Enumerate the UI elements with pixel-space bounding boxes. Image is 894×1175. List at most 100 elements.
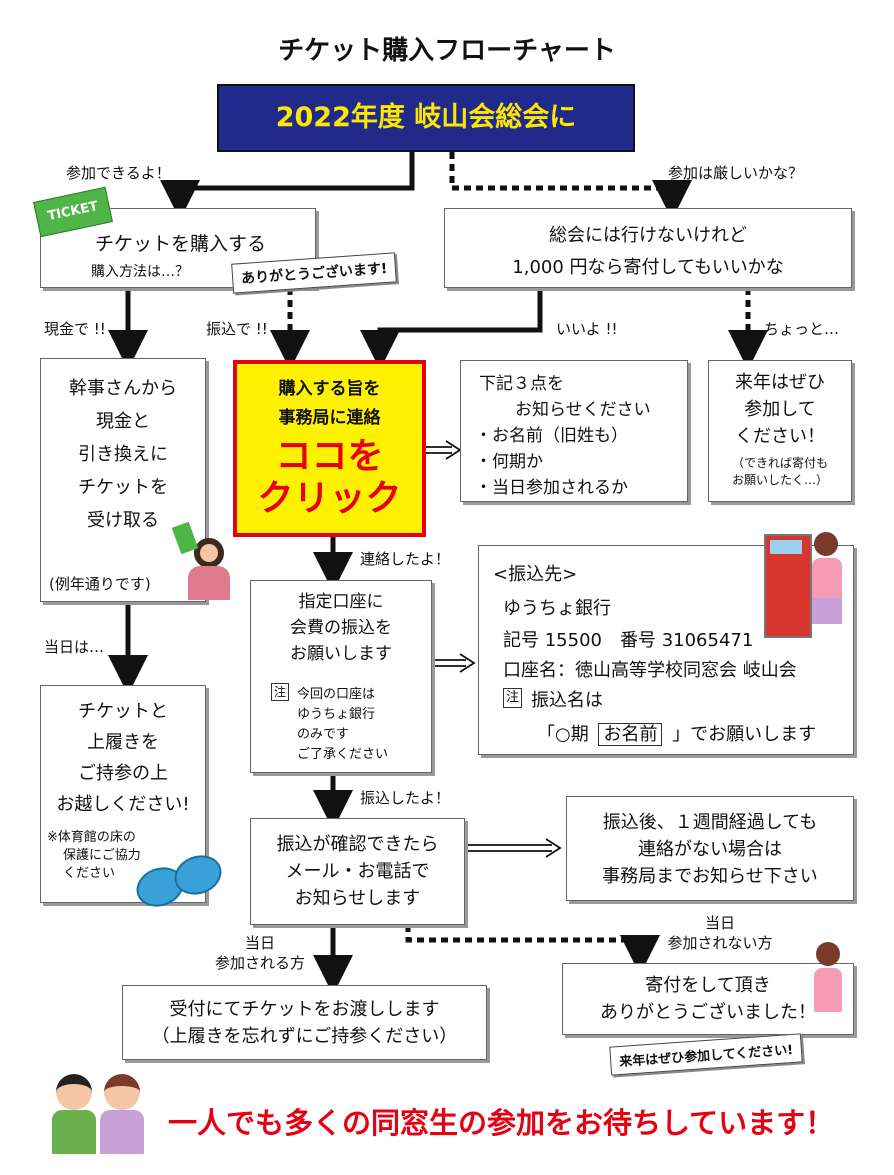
pay-line: 会費の振込を: [290, 618, 392, 638]
next-year-line: 来年はぜひ: [735, 372, 825, 393]
next-year-box: 来年はぜひ 参加して ください！ （できれば寄付も お願いしたく…）: [708, 360, 852, 502]
cash-box: 幹事さんから 現金と 引き換えに チケットを 受け取る (例年通りです): [40, 358, 206, 602]
week-line: 事務局までお知らせ下さい: [602, 866, 818, 887]
label-cash: 現金で !!: [44, 320, 106, 338]
pay-line: 指定口座に: [298, 592, 384, 612]
double-arrow-info: [426, 440, 462, 460]
bowing-woman-icon: [808, 938, 848, 1028]
contact-line1: 購入する旨を: [278, 379, 381, 399]
info-item: ・当日参加されるか: [475, 478, 628, 498]
label-bit: ちょっと…: [764, 320, 840, 338]
cash-line: 受け取る: [87, 510, 159, 531]
week-line: 連絡がない場合は: [638, 839, 782, 860]
double-arrow-bank: [432, 653, 476, 673]
pay-note: 今回の口座は: [297, 687, 376, 702]
week-box: 振込後、１週間経過しても 連絡がない場合は 事務局までお知らせ下さい: [566, 796, 854, 901]
label-ok: いいよ !!: [556, 320, 618, 338]
confirm-line: お知らせします: [294, 888, 421, 909]
confirm-box: 振込が確認できたら メール・お電話で お知らせします: [250, 818, 465, 925]
cash-note: (例年通りです): [49, 575, 151, 593]
banner: 2022年度 岐山会総会に: [217, 84, 635, 152]
donation-thanks-line1: 寄付をして頂き: [645, 975, 771, 996]
arrow-to-donate: [449, 152, 692, 220]
donation-thanks-line2: ありがとうございました！: [600, 1002, 816, 1023]
person-with-ticket-icon: [171, 520, 236, 600]
bank-number: 記号 15500 番号 31065471: [503, 630, 754, 651]
pay-note-mark: 注: [271, 683, 290, 701]
click-here-line2: クリック: [257, 478, 402, 519]
label-attend-2: 参加される方: [214, 954, 305, 972]
contact-line2: 事務局に連絡: [278, 408, 381, 428]
bank-note-mark: 注: [503, 688, 523, 708]
label-contacted: 連絡したよ！: [360, 550, 451, 568]
reception-line1: 受付にてチケットをお渡しします: [169, 999, 440, 1020]
info-item: ・何期か: [475, 452, 543, 472]
bank-format: 「○期 お名前 」でお願いします: [537, 720, 816, 746]
info-item: ・お名前（旧姓も）: [475, 426, 628, 446]
label-transferred: 振込したよ！: [360, 789, 451, 807]
cash-line: 現金と: [96, 411, 150, 432]
next-year-line: 参加して: [744, 399, 816, 420]
arrow-to-buy: [160, 152, 415, 220]
reception-box: 受付にてチケットをお渡しします （上履きを忘れずにご持参ください）: [122, 985, 487, 1060]
next-year-note2: お願いしたく…）: [731, 473, 828, 487]
bowing-people-icon: [52, 1070, 148, 1156]
cash-line: 引き換えに: [78, 444, 168, 465]
next-year-note1: （できれば寄付も: [731, 456, 828, 470]
banner-text: 2022年度 岐山会総会に: [275, 102, 577, 133]
bank-note: 振込名は: [531, 690, 603, 711]
arrow-absent: [405, 925, 660, 975]
week-line: 振込後、１週間経過しても: [602, 812, 818, 833]
page-title: チケット購入フローチャート: [278, 36, 616, 66]
confirm-line: メール・お電話で: [285, 861, 430, 882]
contact-click-button[interactable]: 購入する旨を 事務局に連絡 ココを クリック: [233, 360, 426, 537]
buy-ticket-title: チケットを購入する: [95, 233, 267, 255]
double-arrow-week: [466, 838, 562, 858]
label-absent-1: 当日: [704, 914, 735, 932]
bank-box: <振込先> ゆうちょ銀行 記号 15500 番号 31065471 口座名：徳山…: [478, 545, 854, 755]
bring-line: 上履きを: [87, 732, 159, 753]
label-attend-1: 当日: [244, 934, 275, 952]
bring-note: ください: [63, 866, 116, 881]
ticket-icon-text: TICKET: [46, 198, 100, 225]
info-box: 下記３点を お知らせください ・お名前（旧姓も） ・何期か ・当日参加されるか: [460, 360, 688, 502]
donate-question-box: 総会には行けないけれど 1,000 円なら寄付してもいいかな: [444, 208, 852, 288]
donate-question-line1: 総会には行けないけれど: [549, 225, 747, 246]
slippers-icon: [130, 848, 228, 914]
pay-note: ご了承ください: [297, 747, 389, 762]
label-no: 参加は厳しいかな？: [668, 164, 804, 182]
atm-icon: [758, 528, 848, 638]
bank-format-start: 「○期: [537, 724, 589, 745]
footer-message: 一人でも多くの同窓生の参加をお待ちしています！: [168, 1106, 835, 1140]
donation-thanks-box: 寄付をして頂き ありがとうございました！: [562, 963, 854, 1035]
bring-line: ご持参の上: [78, 763, 168, 784]
click-here-line1: ココを: [275, 436, 384, 477]
bank-account: 口座名：徳山高等学校同窓会 岐山会: [503, 660, 797, 681]
bank-format-end: 」でお願いします: [672, 724, 817, 745]
buy-ticket-method: 購入方法は…？: [91, 264, 189, 280]
pay-box: 指定口座に 会費の振込を お願いします 注 今回の口座は ゆうちょ銀行 のみです…: [250, 580, 432, 773]
bring-note: 保護にご協力: [63, 848, 141, 863]
info-line2: お知らせください: [515, 400, 651, 420]
arrow-ok: [360, 288, 543, 370]
bank-heading: <振込先>: [493, 564, 578, 585]
confirm-line: 振込が確認できたら: [276, 834, 439, 855]
info-line1: 下記３点を: [479, 374, 564, 394]
bring-note: ※体育館の床の: [47, 830, 136, 845]
next-year-line: ください！: [735, 426, 825, 447]
pay-line: お願いします: [290, 644, 392, 664]
bring-line: チケットと: [78, 701, 168, 722]
cash-line: チケットを: [78, 477, 168, 498]
label-transfer: 振込で !!: [206, 320, 268, 338]
label-yes: 参加できるよ！: [66, 164, 171, 182]
bank-format-name: お名前: [598, 723, 663, 746]
bank-name: ゆうちょ銀行: [503, 598, 611, 619]
donate-question-line2: 1,000 円なら寄付してもいいかな: [512, 257, 784, 278]
label-absent-2: 参加されない方: [667, 934, 773, 952]
reception-line2: （上履きを忘れずにご持参ください）: [151, 1026, 458, 1047]
pay-note: ゆうちょ銀行: [297, 707, 376, 722]
bring-line: お越しください!: [56, 794, 190, 815]
pay-note: のみです: [297, 727, 350, 742]
label-on-day: 当日は…: [44, 638, 105, 656]
